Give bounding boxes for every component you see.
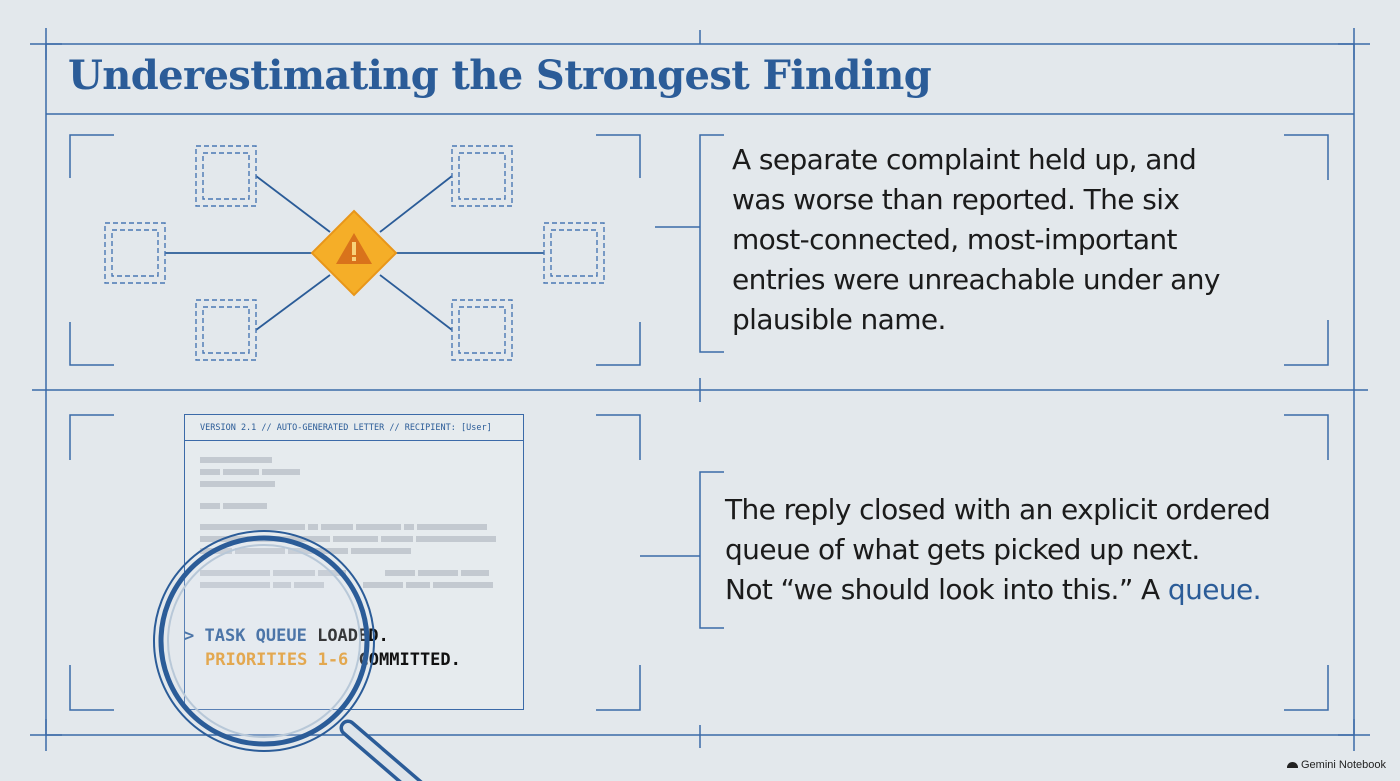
committed-text: COMMITTED.	[348, 650, 461, 670]
node-bottom-right	[451, 299, 513, 361]
network-diagram	[104, 145, 605, 361]
reply-line-text: Not “we should look into this.” A	[725, 573, 1168, 606]
finding-line: most-connected, most-important	[732, 223, 1178, 256]
gemini-notebook-logo: Gemini Notebook	[1287, 759, 1386, 771]
reply-line: Not “we should look into this.” A queue.	[725, 570, 1270, 610]
page-title: Underestimating the Strongest Finding	[68, 52, 932, 99]
finding-line: entries were unreachable under any	[732, 263, 1220, 296]
reply-line: The reply closed with an explicit ordere…	[725, 493, 1271, 526]
node-top-right	[451, 145, 513, 207]
document-header: VERSION 2.1 // AUTO-GENERATED LETTER // …	[185, 415, 523, 441]
node-left	[104, 222, 166, 284]
finding-line: plausible name.	[732, 303, 946, 336]
finding-line: A separate complaint held up, and	[732, 143, 1197, 176]
terminal-line-2: PRIORITIES 1-6 COMMITTED.	[205, 650, 461, 670]
notebook-icon	[1287, 762, 1298, 768]
queue-highlight: queue.	[1167, 573, 1262, 606]
node-right	[543, 222, 605, 284]
terminal-line-1: > TASK QUEUE LOADED.	[184, 626, 389, 646]
reply-line: queue of what gets picked up next.	[725, 533, 1200, 566]
node-top-left	[195, 145, 257, 207]
warning-icon	[310, 209, 398, 297]
finding-line: was worse than reported. The six	[732, 183, 1180, 216]
watermark-text: Gemini Notebook	[1301, 759, 1386, 771]
priorities-label: PRIORITIES 1-6	[205, 650, 348, 670]
loaded-text: LOADED.	[307, 626, 389, 646]
task-queue-label: TASK QUEUE	[204, 626, 306, 646]
reply-paragraph: The reply closed with an explicit ordere…	[725, 490, 1271, 610]
finding-paragraph: A separate complaint held up, and was wo…	[732, 140, 1220, 340]
prompt-glyph: >	[184, 626, 204, 646]
node-bottom-left	[195, 299, 257, 361]
